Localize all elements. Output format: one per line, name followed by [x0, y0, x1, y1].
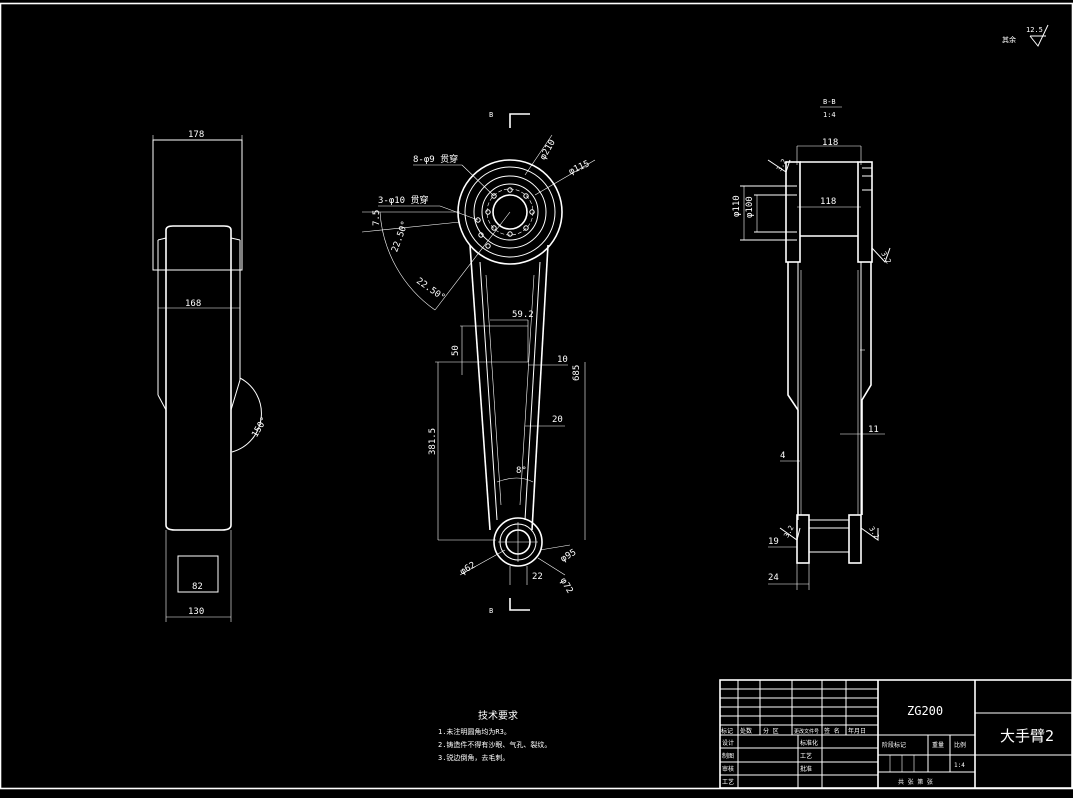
front-dim-59-2: 59.2: [512, 310, 534, 320]
front-holes-8: 8-φ9 贯穿: [413, 153, 458, 165]
section-label-name: B-B: [823, 98, 836, 106]
title-r-zhongliang: 重量: [932, 741, 944, 749]
front-dim-50: 50: [451, 345, 461, 356]
front-view: B B 8-φ9 贯穿 3-φ10 贯穿: [361, 111, 596, 615]
tech-req-title: 技术要求: [478, 709, 518, 722]
side-view: 178 168 150° 82 130: [152, 130, 271, 622]
front-angle-22-50-1: 22.50°: [390, 220, 411, 254]
title-block: ZG200 大手臂2 标记 处数 分 区 更改文件号 签 名 年月日 设计 标准…: [719, 679, 1073, 789]
section-dim-24: 24: [768, 573, 779, 583]
section-dim-118-top: 118: [822, 138, 838, 148]
front-holes-3: 3-φ10 贯穿: [378, 194, 429, 206]
front-dim-22: 22: [532, 572, 543, 582]
section-dim-19: 19: [768, 537, 779, 547]
title-r-nianyue: 年月日: [848, 727, 866, 735]
front-dia-115: φ115: [567, 159, 591, 177]
side-dim-178: 178: [188, 130, 204, 140]
section-view: B-B 1:4 118 118 φ110 φ100 4 11: [732, 98, 893, 590]
technical-requirements: 技术要求 1.未注明圆角均为R3。 2.铸造件不得有沙眼、气孔、裂纹。 3.锐边…: [438, 709, 551, 762]
section-rough-bottom-r: 3.2: [867, 525, 880, 540]
tech-req-item-1: 1.未注明圆角均为R3。: [438, 727, 511, 736]
front-angle-22-50-2: 22.50°: [414, 276, 446, 303]
title-r-gongyi: 工艺: [800, 752, 812, 760]
title-r-zhitu: 制图: [722, 752, 734, 760]
title-r-shenhe: 审核: [722, 765, 734, 773]
roughness-prefix: 其余: [1002, 35, 1016, 44]
title-r-fenqu: 分 区: [763, 727, 779, 735]
title-r-qianming: 签 名: [824, 727, 840, 735]
title-r-wenjian: 更改文件号: [794, 728, 819, 735]
front-dia-62: φ62: [458, 561, 477, 578]
section-mark-top: B: [489, 111, 493, 119]
section-dim-4: 4: [780, 451, 785, 461]
title-part-name: 大手臂2: [1000, 727, 1054, 745]
front-dim-7-5: 7.5: [372, 210, 382, 226]
front-dim-381-5: 381.5: [428, 428, 438, 455]
front-dia-95: φ95: [559, 548, 578, 565]
front-dia-210: φ210: [538, 138, 558, 162]
side-angle-150: 150°: [251, 416, 271, 440]
roughness-symbol: 其余 12.5: [1002, 24, 1049, 47]
title-r-chushu: 处数: [740, 727, 752, 735]
section-dia-100: φ100: [745, 196, 755, 218]
title-r-pizhun: 批准: [800, 765, 812, 773]
section-rough-bottom-l: 3.2: [782, 524, 795, 539]
side-dim-130: 130: [188, 607, 204, 617]
section-label-scale: 1:4: [823, 111, 836, 119]
section-mark-bottom: B: [489, 607, 493, 615]
roughness-value: 12.5: [1026, 26, 1043, 34]
front-dim-20: 20: [552, 415, 563, 425]
title-r-sheji: 设计: [722, 739, 734, 747]
side-dim-82: 82: [192, 582, 203, 592]
front-dia-72: φ72: [558, 576, 575, 595]
front-dim-685: 685: [572, 365, 582, 381]
front-dim-10: 10: [557, 355, 568, 365]
title-r-biaoji: 标记: [721, 727, 733, 735]
title-r-bili: 比例: [954, 741, 966, 749]
title-sheets: 共 张 第 张: [898, 778, 933, 786]
section-dim-118-mid: 118: [820, 197, 836, 207]
title-r-jieduan: 阶段标记: [882, 741, 906, 749]
tech-req-item-3: 3.锐边倒角，去毛刺。: [438, 753, 509, 762]
title-r-gongyi2: 工艺: [722, 778, 734, 786]
side-dim-168: 168: [185, 299, 201, 309]
front-angle-8: 8°: [516, 466, 527, 476]
title-scale-value: 1:4: [954, 762, 965, 769]
section-dim-11: 11: [868, 425, 879, 435]
title-r-biaozhun: 标准化: [800, 739, 818, 747]
section-dia-110: φ110: [732, 195, 742, 217]
tech-req-item-2: 2.铸造件不得有沙眼、气孔、裂纹。: [438, 740, 551, 749]
title-material: ZG200: [907, 704, 943, 718]
